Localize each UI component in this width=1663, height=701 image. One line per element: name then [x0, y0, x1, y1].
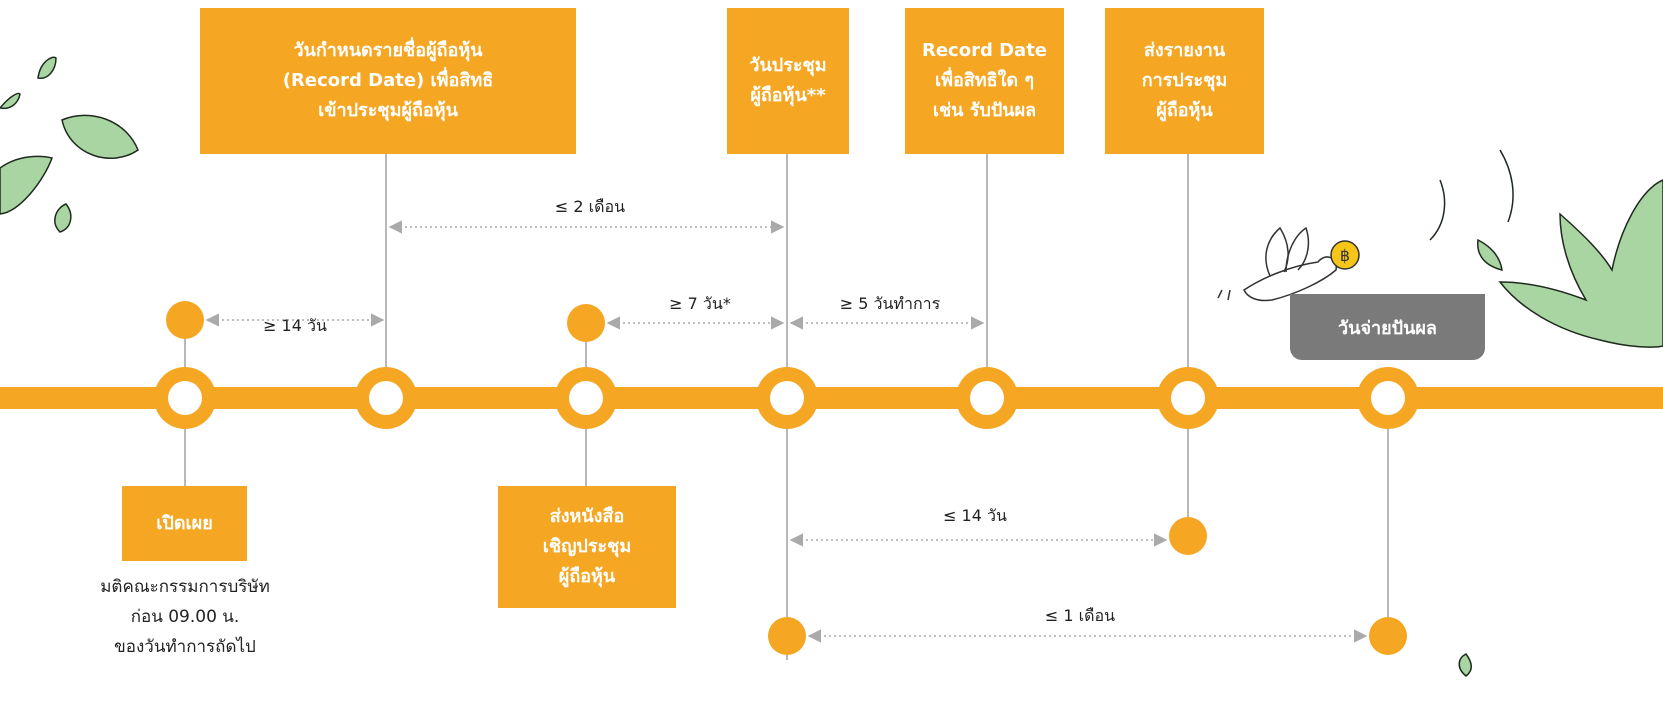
interval-ge-5-business-days: ≥ 5 วันทำการ	[839, 294, 941, 313]
plant-icon	[1429, 149, 1663, 348]
send-report-box: ส่งรายงาน การประชุม ผู้ถือหุ้น	[1105, 8, 1264, 154]
interval-le-14-days: ≤ 14 วัน	[943, 506, 1007, 525]
dividend-payment-box: วันจ่ายปันผล	[1290, 294, 1485, 360]
disclose-box: เปิดเผย	[122, 486, 247, 561]
milestone-dot	[1369, 617, 1407, 655]
milestone-dot	[567, 304, 605, 342]
bird-icon	[1217, 226, 1337, 302]
interval-le-2-months: ≤ 2 เดือน	[554, 197, 626, 216]
board-resolution-note: มติคณะกรรมการบริษัท ก่อน 09.00 น. ของวัน…	[100, 577, 270, 657]
interval-ge-7-days: ≥ 7 วัน*	[669, 294, 731, 313]
interval-ge-14-days: ≥ 14 วัน	[263, 316, 327, 335]
milestone-dot	[166, 301, 204, 339]
baht-coin-icon: ฿	[1330, 240, 1360, 270]
svg-text:฿: ฿	[1340, 246, 1350, 265]
meeting-day-box: วันประชุม ผู้ถือหุ้น**	[727, 8, 849, 154]
interval-le-1-month: ≤ 1 เดือน	[1044, 606, 1116, 625]
send-invitation-box: ส่งหนังสือ เชิญประชุม ผู้ถือหุ้น	[498, 486, 676, 608]
milestone-dot	[1169, 517, 1207, 555]
record-date-dividend-box: Record Date เพื่อสิทธิใด ๆ เช่น รับปันผล	[905, 8, 1064, 154]
leaf-icon	[0, 56, 1472, 677]
milestone-dot	[768, 617, 806, 655]
record-date-meeting-box: วันกำหนดรายชื่อผู้ถือหุ้น (Record Date) …	[200, 8, 576, 154]
